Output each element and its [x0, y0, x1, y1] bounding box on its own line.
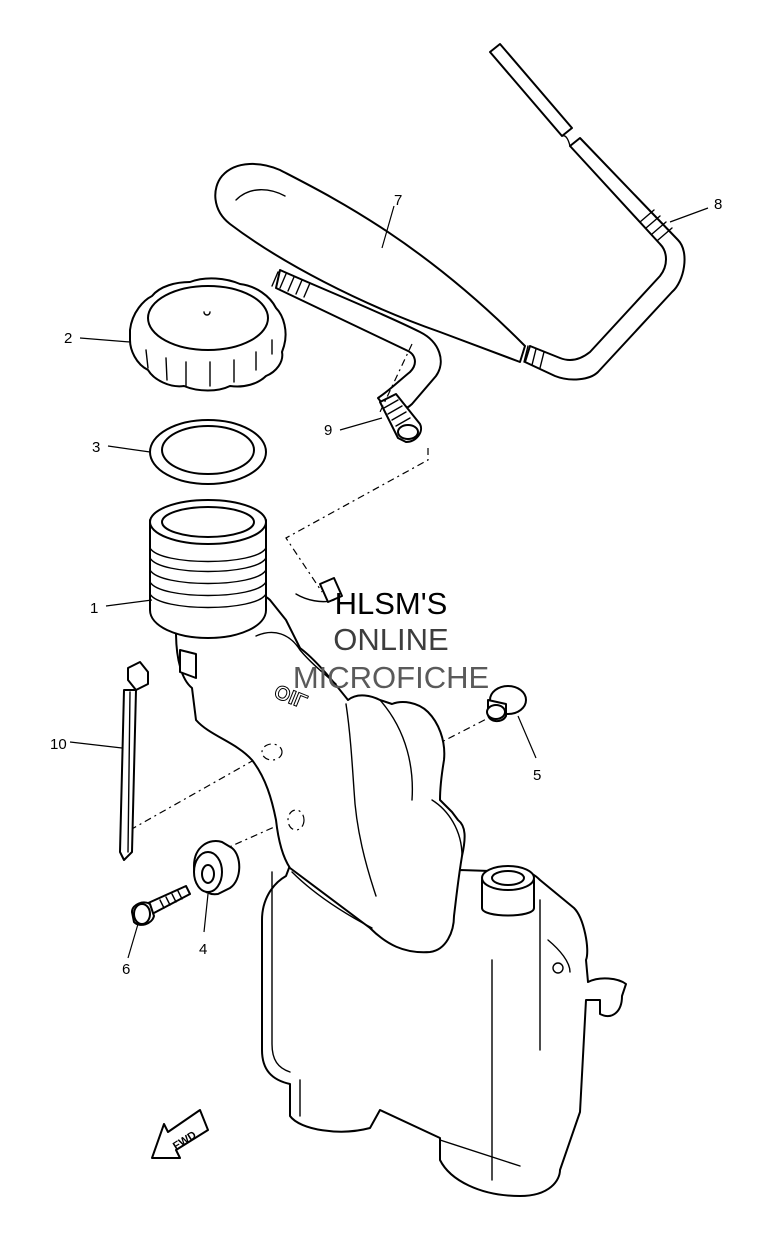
callout-10: 10	[50, 736, 67, 753]
filler-neck-threads	[149, 547, 267, 609]
hose-fitting-9[interactable]	[379, 393, 422, 443]
callout-numbers: 1 2 3 4 5 6 7 8 9 10	[50, 192, 722, 978]
mount-hole-lower	[287, 809, 305, 831]
mount-hole-upper	[261, 743, 283, 761]
callout-6: 6	[122, 961, 130, 978]
bolt-6[interactable]	[131, 885, 191, 926]
leader-lines	[69, 205, 709, 959]
damper-5[interactable]	[486, 685, 527, 722]
filler-cap-2[interactable]	[129, 277, 287, 392]
fwd-direction-arrow: FWD	[151, 1109, 209, 1159]
hose-8[interactable]	[489, 43, 686, 381]
callout-7: 7	[394, 192, 402, 209]
watermark-line-2: ONLINE	[333, 622, 449, 657]
callout-9: 9	[324, 422, 332, 439]
watermark-line-1: HLSM'S	[334, 586, 448, 621]
callout-1: 1	[90, 600, 98, 617]
cable-tie-10[interactable]	[119, 661, 149, 861]
watermark-line-3: MICROFICHE	[292, 660, 490, 695]
callout-5: 5	[533, 767, 541, 784]
hose-7-ribs	[271, 271, 311, 298]
grommet-4[interactable]	[193, 840, 241, 896]
gasket-3[interactable]	[149, 419, 267, 485]
callout-4: 4	[199, 941, 207, 958]
callout-3: 3	[92, 439, 100, 456]
callout-8: 8	[714, 196, 722, 213]
callout-2: 2	[64, 330, 72, 347]
cap-grip-ridges	[145, 339, 273, 387]
oil-tank-1[interactable]: OIL	[149, 499, 627, 1197]
